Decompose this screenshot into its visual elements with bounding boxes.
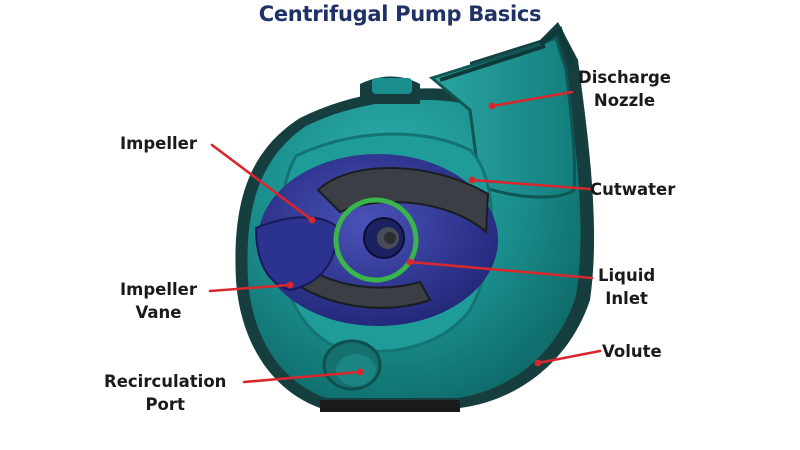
label-inlet-line1: Liquid — [598, 266, 656, 285]
pointer-impeller — [210, 143, 314, 222]
impeller-vane-top — [316, 167, 490, 235]
pointer-cutwater — [470, 178, 592, 191]
liquid-inlet-ring — [333, 197, 419, 283]
pointer-recirculation — [242, 370, 362, 384]
pointer-lines — [208, 90, 602, 384]
pointer-impeller-vane — [208, 283, 292, 293]
diagram-title: Centrifugal Pump Basics — [258, 2, 542, 26]
label-impeller-text: Impeller — [120, 134, 197, 153]
discharge-nozzle-shape — [428, 36, 577, 199]
pointer-dots — [286, 102, 542, 376]
label-recirculation-port: Recirculation Port — [104, 370, 226, 416]
label-cutwater-text: Cutwater — [590, 180, 676, 199]
label-liquid-inlet: Liquid Inlet — [598, 264, 655, 310]
impeller-blade — [254, 216, 338, 292]
pointer-liquid-inlet — [408, 260, 594, 280]
label-discharge-line2: Nozzle — [593, 91, 656, 110]
label-impeller: Impeller — [120, 132, 197, 155]
label-vane-line2: Vane — [135, 303, 182, 322]
label-recirc-line1: Recirculation — [104, 372, 227, 391]
label-impeller-vane: Impeller Vane — [120, 278, 197, 324]
label-discharge-line1: Discharge — [578, 68, 671, 87]
label-vane-line1: Impeller — [120, 280, 197, 299]
label-inlet-line2: Inlet — [605, 289, 648, 308]
label-volute-text: Volute — [602, 342, 662, 361]
pointer-discharge — [490, 90, 574, 108]
label-recirc-line2: Port — [145, 395, 185, 414]
label-cutwater: Cutwater — [590, 178, 675, 201]
label-volute: Volute — [602, 340, 662, 363]
pointer-volute — [536, 349, 602, 365]
label-discharge-nozzle: Discharge Nozzle — [578, 66, 671, 112]
pump-base — [320, 400, 460, 412]
